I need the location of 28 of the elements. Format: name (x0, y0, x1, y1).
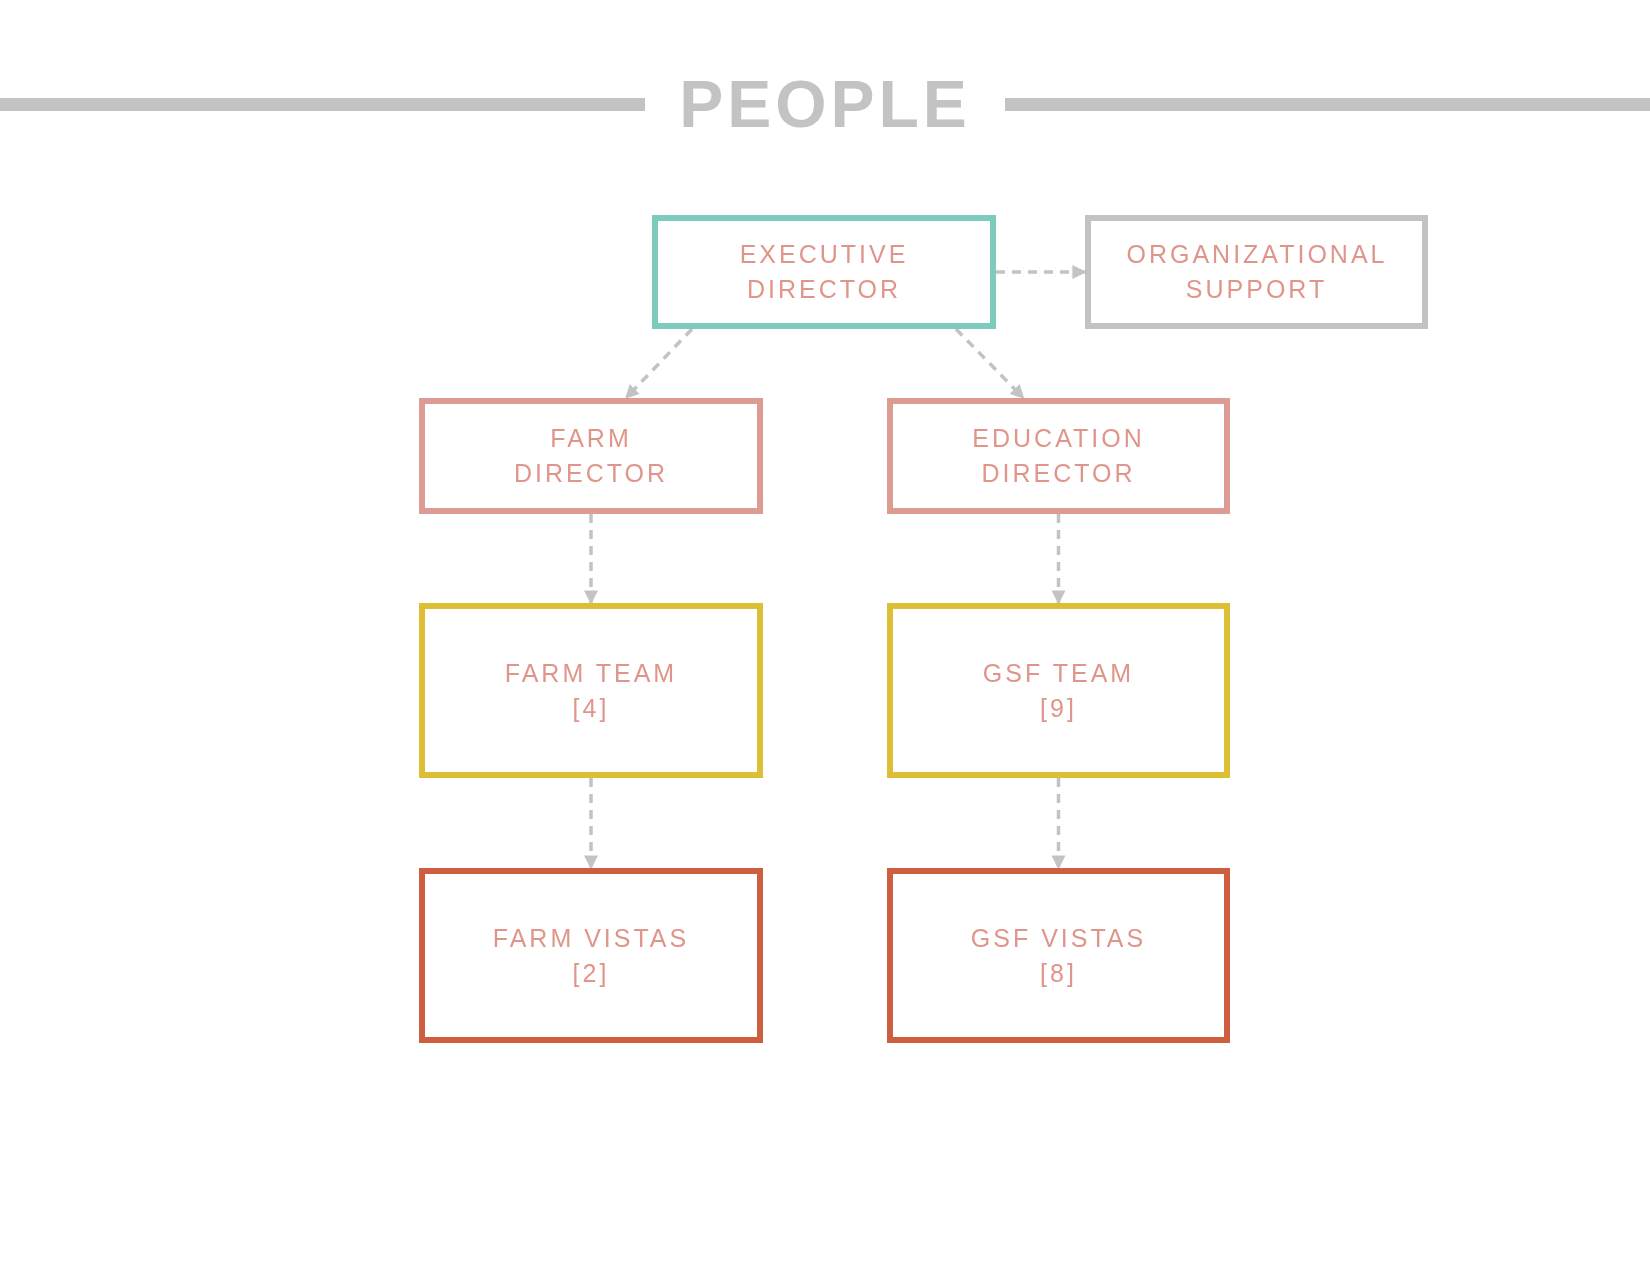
title: PEOPLE (678, 66, 972, 142)
role-label: FARM DIRECTOR (513, 423, 669, 489)
arrow (1051, 778, 1066, 870)
arrow (954, 327, 1025, 400)
role-box (887, 603, 1230, 778)
role-label: GSF VISTAS (970, 922, 1147, 954)
role-label: GSF TEAM (982, 657, 1135, 689)
role-box (652, 215, 996, 329)
role-label: [8] (1040, 957, 1077, 989)
role-label: [2] (572, 957, 610, 989)
role-label: FARM VISTAS (492, 922, 690, 954)
role-label: [4] (572, 692, 610, 724)
arrow (1051, 514, 1066, 605)
arrow (584, 514, 598, 605)
role-box (419, 603, 763, 778)
role-box (887, 398, 1230, 514)
role-label: [9] (1040, 692, 1077, 724)
role-label: ORGANIZATIONAL SUPPORT (1126, 239, 1387, 305)
arrow (996, 265, 1087, 279)
role-label: EXECUTIVE DIRECTOR (739, 239, 909, 305)
role-box (419, 868, 763, 1043)
role-box (1085, 215, 1428, 329)
role-box (419, 398, 763, 514)
arrow (624, 327, 694, 400)
arrow (584, 778, 598, 870)
role-box (887, 868, 1230, 1043)
role-label: FARM TEAM (504, 657, 678, 689)
role-label: EDUCATION DIRECTOR (972, 423, 1145, 489)
